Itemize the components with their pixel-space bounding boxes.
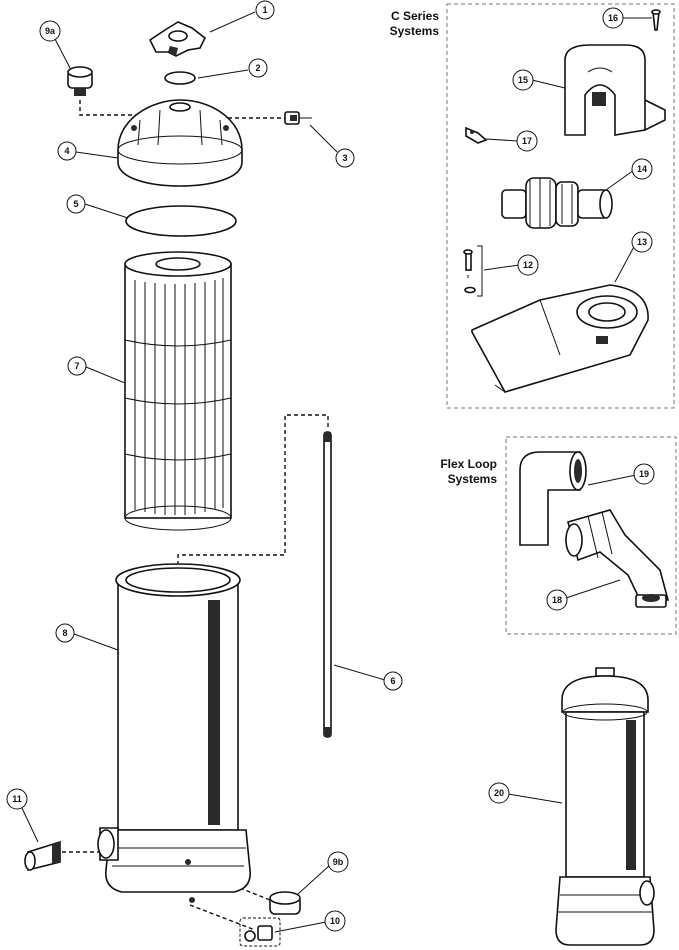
svg-text:6: 6 xyxy=(390,676,395,686)
callout-9b: 9b xyxy=(327,851,349,873)
svg-text:18: 18 xyxy=(552,595,562,605)
flex-loop-title-line2: Systems xyxy=(448,472,498,486)
c-series-title-line2: Systems xyxy=(390,24,440,38)
svg-text:2: 2 xyxy=(255,63,260,73)
flex-loop-box xyxy=(505,436,677,635)
callout-9a: 9a xyxy=(39,20,61,42)
air-relief-tube-part xyxy=(323,431,332,738)
drain-plug-assembly-line xyxy=(189,904,256,931)
callout-4: 4 xyxy=(57,141,77,161)
air-bleeder-part xyxy=(284,111,312,125)
c-series-title-line1: C Series xyxy=(391,9,439,23)
svg-text:7: 7 xyxy=(74,361,79,371)
callout-10: 10 xyxy=(324,910,346,932)
callout-19: 19 xyxy=(633,463,655,485)
leader-9a xyxy=(54,38,71,69)
svg-text:5: 5 xyxy=(73,199,78,209)
leader-8 xyxy=(73,633,119,651)
leader-1 xyxy=(209,11,256,33)
leader-11 xyxy=(20,805,39,843)
assembled-filter-part xyxy=(555,667,655,946)
svg-text:1: 1 xyxy=(262,5,267,15)
svg-text:3: 3 xyxy=(342,153,347,163)
filter-tank-part xyxy=(97,563,251,903)
leader-14 xyxy=(605,169,635,191)
callout-5: 5 xyxy=(66,194,86,214)
mounting-bracket-part xyxy=(564,44,666,136)
callout-11: 11 xyxy=(6,788,28,810)
pressure-gauge-top-part xyxy=(67,66,93,96)
callout-8: 8 xyxy=(55,623,75,643)
leader-2 xyxy=(197,69,249,79)
c-series-box xyxy=(446,3,675,409)
union-fitting-part xyxy=(501,177,613,229)
callout-3: 3 xyxy=(335,148,355,168)
standpipe-assembly-line xyxy=(177,414,329,600)
svg-text:20: 20 xyxy=(494,788,504,798)
leader-12 xyxy=(483,264,520,271)
lock-knob-part xyxy=(148,21,207,57)
svg-text:15: 15 xyxy=(518,75,528,85)
callout-13: 13 xyxy=(631,231,653,253)
svg-text:14: 14 xyxy=(637,164,647,174)
flex-loop-title-line1: Flex Loop xyxy=(440,457,497,471)
pressure-gauge-bottom-part xyxy=(269,891,301,915)
callout-14: 14 xyxy=(631,158,653,180)
elbow-pipe-part xyxy=(519,451,587,546)
svg-text:19: 19 xyxy=(639,469,649,479)
callout-20: 20 xyxy=(488,782,510,804)
leader-19 xyxy=(587,474,637,486)
mounting-screw-part xyxy=(651,9,661,31)
leader-18 xyxy=(565,579,621,599)
callout-1: 1 xyxy=(255,0,275,20)
svg-text:12: 12 xyxy=(523,260,533,270)
leader-15 xyxy=(531,79,566,89)
svg-text:10: 10 xyxy=(330,916,340,926)
svg-text:17: 17 xyxy=(522,136,532,146)
svg-text:9a: 9a xyxy=(45,26,56,36)
leader-13 xyxy=(614,242,637,283)
leader-3 xyxy=(309,124,338,153)
svg-text:8: 8 xyxy=(62,628,67,638)
callout-16: 16 xyxy=(602,7,624,29)
base-plate-part xyxy=(471,284,649,393)
leader-6 xyxy=(333,664,386,681)
svg-text:11: 11 xyxy=(12,794,22,804)
filter-lid-part xyxy=(117,99,243,187)
tank-o-ring-part xyxy=(125,205,237,237)
leader-5 xyxy=(84,203,129,219)
callout-15: 15 xyxy=(512,69,534,91)
drain-plug-part xyxy=(239,917,281,947)
callout-2: 2 xyxy=(248,58,268,78)
leader-10 xyxy=(274,921,327,933)
svg-text:13: 13 xyxy=(637,237,647,247)
drain-fitting-part xyxy=(24,840,61,872)
leader-9b xyxy=(297,864,331,895)
callout-7: 7 xyxy=(67,356,87,376)
leader-7 xyxy=(85,366,126,384)
callout-6: 6 xyxy=(383,671,403,691)
callout-18: 18 xyxy=(546,589,568,611)
callout-17: 17 xyxy=(516,130,538,152)
callout-12: 12 xyxy=(517,254,539,276)
retaining-clip-part xyxy=(465,126,488,144)
small-o-ring-part xyxy=(164,71,196,85)
svg-text:4: 4 xyxy=(64,146,69,156)
leader-4 xyxy=(75,151,119,159)
filter-cartridge-part xyxy=(124,251,232,531)
svg-text:16: 16 xyxy=(608,13,618,23)
leader-20 xyxy=(507,793,563,804)
bolt-washer-part xyxy=(463,245,483,297)
svg-text:9b: 9b xyxy=(333,857,344,867)
elbow-union-part xyxy=(565,509,670,608)
leader-17 xyxy=(485,138,519,142)
